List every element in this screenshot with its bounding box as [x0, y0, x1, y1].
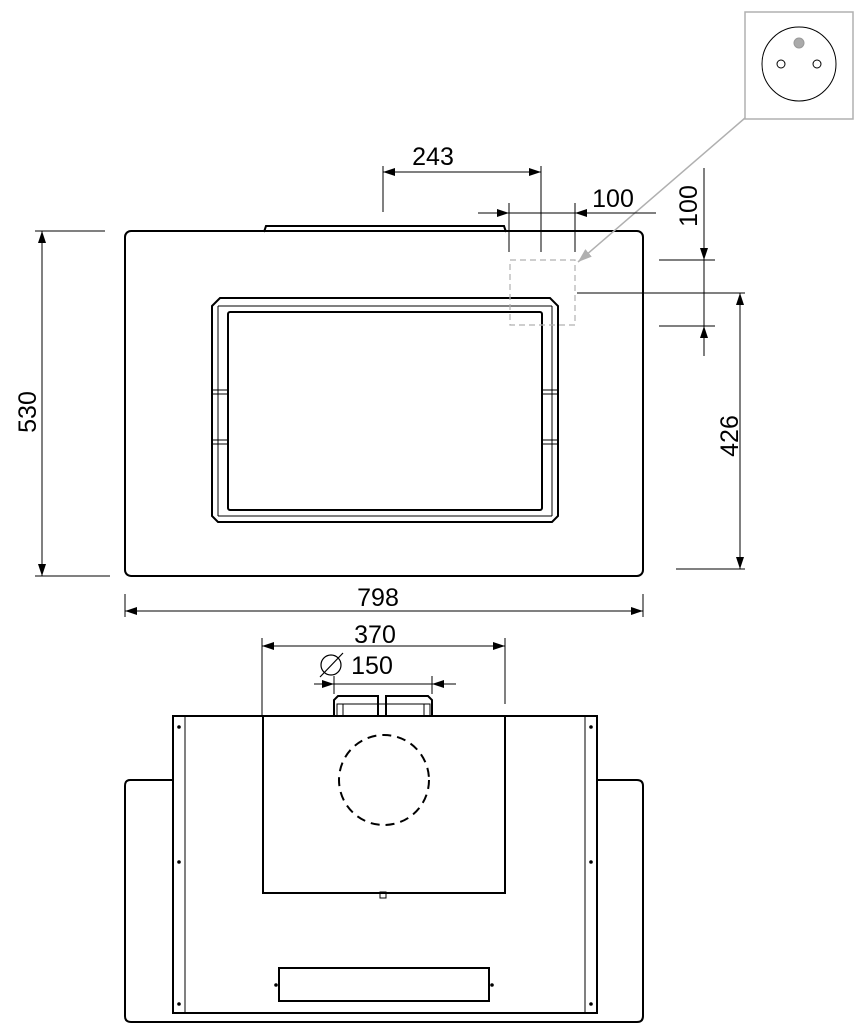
dimension-370: 370 — [261, 621, 506, 716]
socket-callout — [577, 11, 854, 263]
top-view — [124, 695, 644, 1023]
glass-frame-outer — [211, 297, 559, 523]
dimension-243: 243 — [382, 143, 542, 252]
dimension-label-100-vertical: 100 — [675, 185, 703, 227]
filter-slot — [278, 967, 490, 1002]
dimension-label-530: 530 — [14, 391, 42, 433]
glass-frame-inner — [227, 311, 543, 511]
socket-area — [509, 259, 576, 326]
dimension-label-100-horizontal: 100 — [592, 185, 634, 213]
dimension-798: 798 — [124, 584, 644, 617]
dimension-530: 530 — [14, 230, 110, 577]
dimension-label-243: 243 — [412, 143, 454, 171]
front-panel — [124, 230, 644, 577]
dimension-426: 426 — [577, 292, 745, 570]
dimension-100-horizontal: 100 — [478, 185, 656, 252]
socket-callout-box — [744, 11, 854, 120]
front-view — [124, 225, 644, 577]
dimension-label-798: 798 — [357, 584, 399, 612]
duct-outlet — [338, 734, 430, 826]
diameter-symbol-icon — [319, 652, 344, 678]
duct-connector — [333, 695, 433, 717]
dimension-label-426: 426 — [716, 415, 744, 457]
dimension-label-150: 150 — [351, 652, 393, 680]
dimension-100-vertical: 100 — [659, 168, 715, 356]
dimension-label-370: 370 — [354, 621, 396, 649]
french-socket-icon — [761, 26, 837, 102]
dimension-150: 150 — [314, 652, 456, 694]
chimney-top — [263, 225, 507, 233]
